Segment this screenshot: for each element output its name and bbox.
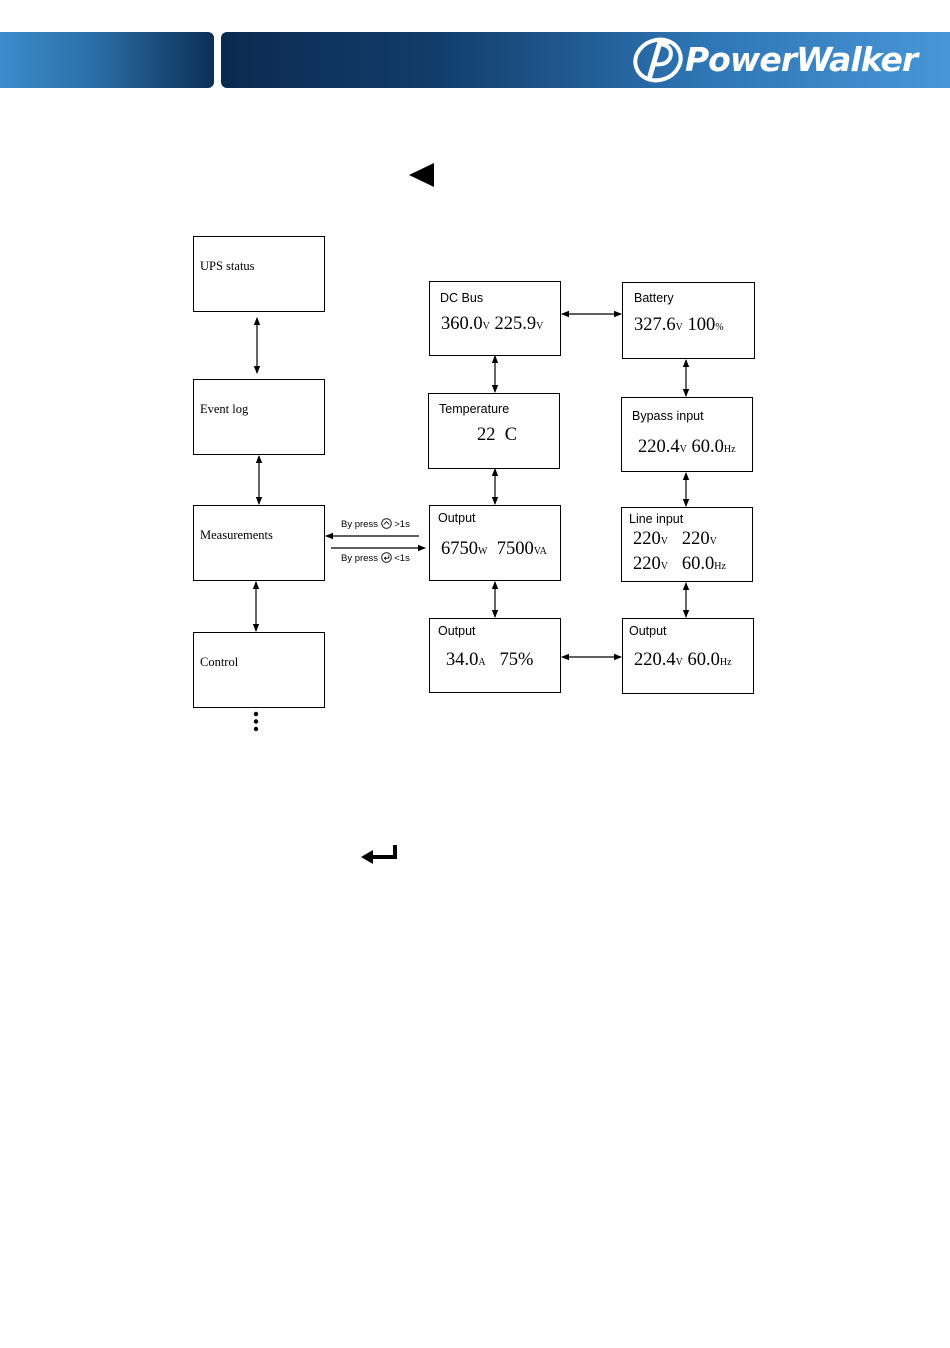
press-enter-text: By press	[341, 553, 378, 564]
output-voltage-screen: Output 220.4V 60.0Hz	[622, 618, 754, 694]
line-input-screen: Line input 220V 220V 220V 60.0Hz	[621, 507, 753, 582]
output-current-screen: Output 34.0A 75%	[429, 618, 561, 693]
measurements-box: Measurements	[193, 505, 325, 581]
ups-status-label: UPS status	[200, 259, 255, 274]
press-up-label: By press >1s	[341, 518, 410, 530]
output-power-unit-2: VA	[534, 546, 547, 557]
battery-unit-2: %	[715, 322, 723, 333]
output-power-screen: Output 6750W 7500VA	[429, 505, 561, 581]
battery-title: Battery	[634, 291, 674, 305]
line-input-unit-1: V	[661, 536, 668, 547]
battery-screen: Battery 327.6V 100%	[622, 282, 755, 359]
bypass-input-title: Bypass input	[632, 409, 704, 423]
bypass-input-screen: Bypass input 220.4V 60.0Hz	[621, 397, 753, 472]
bypass-unit-1: V	[680, 444, 687, 455]
output-current-unit: A	[478, 657, 485, 668]
output-current-title: Output	[438, 624, 476, 638]
enter-return-icon	[359, 843, 401, 869]
bypass-value-1: 220.4	[638, 437, 680, 457]
measurements-label: Measurements	[200, 528, 273, 543]
output-power-unit-1: W	[478, 546, 487, 557]
output-load-percent: 75%	[499, 650, 533, 670]
line-input-value-3: 220	[633, 554, 661, 574]
line-input-unit-3: V	[661, 561, 668, 572]
line-input-row-2: 220V 60.0Hz	[633, 554, 726, 575]
output-power-value-1: 6750	[441, 539, 478, 559]
output-voltage-value: 220.4	[634, 650, 676, 670]
dc-bus-unit-2: V	[536, 321, 543, 332]
temperature-value: 22	[477, 425, 496, 445]
output-voltage-values: 220.4V 60.0Hz	[634, 650, 732, 671]
dc-bus-value-2: 225.9	[494, 314, 536, 334]
ups-status-box: UPS status	[193, 236, 325, 312]
temperature-screen: Temperature 22 C	[428, 393, 560, 469]
output-power-title: Output	[438, 511, 476, 525]
battery-value-1: 327.6	[634, 315, 676, 335]
control-label: Control	[200, 655, 238, 670]
event-log-box: Event log	[193, 379, 325, 455]
press-enter-label: By press <1s	[341, 552, 410, 564]
temperature-title: Temperature	[439, 402, 509, 416]
press-enter-time: <1s	[394, 553, 410, 564]
line-input-title: Line input	[629, 512, 683, 526]
enter-button-icon	[381, 552, 392, 563]
dc-bus-screen: DC Bus 360.0V 225.9V	[429, 281, 561, 356]
output-current-values: 34.0A 75%	[446, 650, 533, 671]
output-frequency-unit: Hz	[720, 657, 732, 668]
event-log-label: Event log	[200, 402, 248, 417]
line-input-value-4: 60.0	[682, 554, 714, 574]
bypass-unit-2: Hz	[724, 444, 736, 455]
line-input-value-1: 220	[633, 529, 661, 549]
dc-bus-unit-1: V	[483, 321, 490, 332]
dc-bus-value-1: 360.0	[441, 314, 483, 334]
line-input-unit-2: V	[710, 536, 717, 547]
output-power-value-2: 7500	[497, 539, 534, 559]
output-voltage-unit: V	[676, 657, 683, 668]
line-input-row-1: 220V 220V	[633, 529, 717, 550]
temperature-unit: C	[505, 425, 517, 445]
up-button-icon	[381, 518, 392, 529]
dc-bus-title: DC Bus	[440, 291, 483, 305]
output-current-value: 34.0	[446, 650, 478, 670]
battery-value-2: 100	[687, 315, 715, 335]
bypass-input-values: 220.4V 60.0Hz	[638, 437, 736, 458]
output-frequency-value: 60.0	[687, 650, 719, 670]
line-input-value-2: 220	[682, 529, 710, 549]
press-up-text: By press	[341, 519, 378, 530]
battery-unit-1: V	[676, 322, 683, 333]
battery-values: 327.6V 100%	[634, 315, 724, 336]
output-voltage-title: Output	[629, 624, 667, 638]
output-power-values: 6750W 7500VA	[441, 539, 547, 560]
press-up-time: >1s	[394, 519, 410, 530]
control-box: Control	[193, 632, 325, 708]
dc-bus-values: 360.0V 225.9V	[441, 314, 543, 335]
temperature-values: 22 C	[477, 425, 517, 446]
bypass-value-2: 60.0	[691, 437, 723, 457]
line-input-unit-4: Hz	[714, 561, 726, 572]
vertical-ellipsis-icon	[250, 711, 262, 733]
